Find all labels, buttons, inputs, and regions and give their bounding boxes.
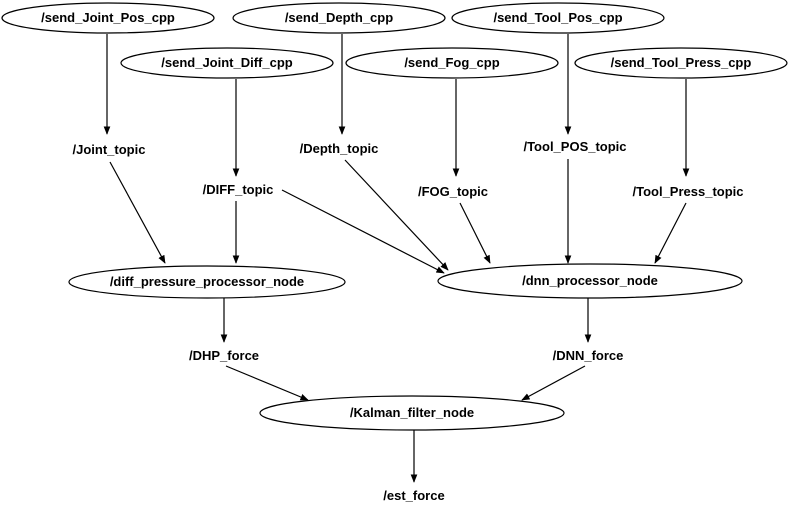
node-label: /send_Joint_Pos_cpp [41, 10, 175, 25]
edge-depth-topic-to-dnn [344, 159, 449, 271]
node-ellipse [1, 2, 215, 34]
node-label: /send_Joint_Diff_cpp [161, 55, 293, 70]
nodes: /send_Joint_Pos_cpp /send_Depth_cpp /sen… [1, 2, 788, 431]
topic-tool-press[interactable]: /Tool_Press_topic [632, 184, 743, 199]
node-label: /send_Fog_cpp [404, 55, 499, 70]
topic-joint[interactable]: /Joint_topic [73, 142, 146, 157]
node-ellipse [437, 263, 743, 299]
edge-joint-topic-to-diff-pressure [109, 161, 166, 264]
node-label: /diff_pressure_processor_node [110, 274, 304, 289]
edges [103, 34, 690, 483]
edge-dnn-force-to-kalman [521, 365, 586, 401]
topic-dnn-force[interactable]: /DNN_force [553, 348, 624, 363]
topic-tool-pos[interactable]: /Tool_POS_topic [523, 139, 626, 154]
topic-dhp-force[interactable]: /DHP_force [189, 348, 259, 363]
node-ellipse [259, 395, 565, 431]
node-diff-pressure-processor[interactable]: /diff_pressure_processor_node [68, 265, 346, 299]
node-label: /send_Tool_Press_cpp [611, 55, 752, 70]
node-ellipse [232, 2, 446, 34]
node-ellipse [120, 47, 334, 79]
node-label: /send_Tool_Pos_cpp [493, 10, 622, 25]
node-send-fog[interactable]: /send_Fog_cpp [345, 47, 559, 79]
node-send-tool-pos[interactable]: /send_Tool_Pos_cpp [451, 2, 665, 34]
edge-fog-topic-to-dnn [459, 202, 491, 264]
topic-est-force[interactable]: /est_force [383, 488, 444, 503]
topics: /Joint_topic /Depth_topic /Tool_POS_topi… [73, 139, 744, 503]
node-label: /dnn_processor_node [522, 273, 658, 288]
topic-fog[interactable]: /FOG_topic [418, 184, 488, 199]
edge-tool-press-topic-to-dnn [654, 202, 687, 264]
node-send-joint-diff[interactable]: /send_Joint_Diff_cpp [120, 47, 334, 79]
node-ellipse [574, 47, 788, 79]
node-send-tool-press[interactable]: /send_Tool_Press_cpp [574, 47, 788, 79]
node-label: /send_Depth_cpp [285, 10, 393, 25]
edge-diff-topic-to-dnn [281, 189, 445, 274]
edge-dhp-force-to-kalman [225, 365, 309, 401]
node-ellipse [345, 47, 559, 79]
node-send-depth[interactable]: /send_Depth_cpp [232, 2, 446, 34]
node-label: /Kalman_filter_node [350, 405, 474, 420]
topic-depth[interactable]: /Depth_topic [300, 141, 379, 156]
node-kalman-filter[interactable]: /Kalman_filter_node [259, 395, 565, 431]
node-send-joint-pos[interactable]: /send_Joint_Pos_cpp [1, 2, 215, 34]
node-ellipse [68, 265, 346, 299]
node-dnn-processor[interactable]: /dnn_processor_node [437, 263, 743, 299]
node-ellipse [451, 2, 665, 34]
topic-diff[interactable]: /DIFF_topic [203, 182, 274, 197]
